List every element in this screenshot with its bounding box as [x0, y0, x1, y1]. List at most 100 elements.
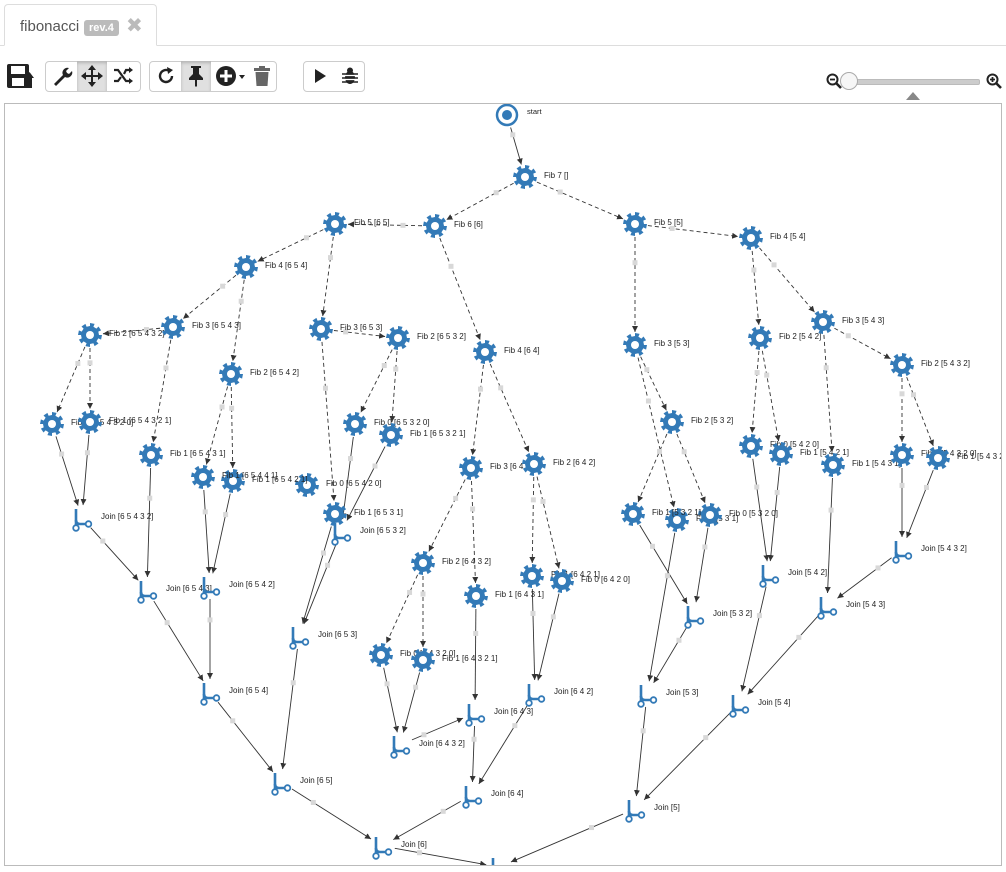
edge-port[interactable]	[754, 484, 760, 490]
node-f0_6420[interactable]: Fib 0 [6 4 2 0]	[550, 569, 630, 593]
edge-j653-j65[interactable]	[280, 648, 298, 770]
edge-port[interactable]	[471, 736, 477, 742]
edge-port[interactable]	[413, 684, 419, 690]
edge-port[interactable]	[756, 613, 762, 619]
edge-port[interactable]	[421, 732, 427, 738]
edge-port[interactable]	[164, 620, 170, 626]
tab-fibonacci[interactable]: fibonacci rev.4 ✖	[4, 4, 157, 46]
node-f2_5432[interactable]: Fib 2 [5 4 3 2]	[890, 353, 970, 377]
edge-j6432-j643[interactable]	[411, 717, 464, 741]
edge-f1_54321-j5432[interactable]	[906, 469, 934, 539]
edge-f5_65-f3_653[interactable]	[320, 236, 334, 317]
node-f3_543[interactable]: Fib 3 [5 4 3]	[811, 310, 884, 334]
edge-f1_5431-j543[interactable]	[824, 477, 833, 594]
edge-f1_5321-j532[interactable]	[639, 524, 688, 605]
edge-f2_642-f0_6420[interactable]	[536, 476, 561, 569]
edge-port[interactable]	[498, 385, 504, 391]
edge-port[interactable]	[644, 367, 650, 373]
edge-j53-j5[interactable]	[633, 706, 647, 797]
edge-f0_5320-j532[interactable]	[694, 527, 709, 603]
edge-f2_532-f1_5321[interactable]	[637, 433, 668, 503]
node-f2_6532[interactable]: Fib 2 [6 5 3 2]	[386, 326, 466, 350]
run-button[interactable]	[305, 61, 335, 91]
edge-f3_6543-f1_65431[interactable]	[151, 339, 172, 443]
edge-port[interactable]	[290, 680, 296, 686]
edge-f0_65320-j6532[interactable]	[340, 436, 354, 520]
edge-f1_531-j53[interactable]	[647, 532, 676, 682]
edge-f3_53-f2_532[interactable]	[640, 356, 667, 411]
edge-port[interactable]	[473, 630, 479, 636]
edge-port[interactable]	[823, 365, 829, 371]
edge-port[interactable]	[923, 484, 929, 490]
edge-f1_65421-j6542[interactable]	[211, 493, 231, 574]
edge-port[interactable]	[771, 262, 777, 268]
edge-f3_653-f2_6532[interactable]	[333, 330, 386, 339]
edge-j542-j54[interactable]	[740, 586, 767, 692]
edge-f7-f5_5[interactable]	[536, 181, 624, 220]
node-f0_5320[interactable]: Fib 0 [5 3 2 0]	[698, 503, 778, 527]
edge-port[interactable]	[453, 495, 459, 501]
edge-port[interactable]	[229, 405, 235, 411]
node-f1_6441[interactable]: Fib 1 [6 5 4 4 1]	[191, 465, 278, 489]
edge-port[interactable]	[540, 498, 546, 504]
edge-port[interactable]	[650, 543, 656, 549]
node-f4_64[interactable]: Fib 4 [6 4]	[473, 340, 540, 364]
edge-port[interactable]	[202, 509, 208, 515]
edge-port[interactable]	[911, 392, 917, 398]
node-f1_54321[interactable]: Fib 1 [5 4 3 2 1]	[926, 446, 1001, 470]
node-f1_5431[interactable]: Fib 1 [5 4 3 1]	[821, 453, 901, 477]
node-f1_654321[interactable]: Fib 1 [6 5 4 3 2 1]	[78, 410, 171, 434]
node-f2_642[interactable]: Fib 2 [6 4 2]	[522, 452, 595, 476]
edge-f2_642-f1_6421[interactable]	[529, 476, 536, 564]
shuffle-button[interactable]	[108, 61, 138, 91]
node-f5_5[interactable]: Fib 5 [5]	[623, 212, 683, 236]
edge-f3_53-f1_531[interactable]	[637, 357, 676, 508]
edge-j65-j6[interactable]	[291, 788, 372, 840]
node-f2_542[interactable]: Fib 2 [5 4 2]	[748, 326, 821, 350]
node-j6432[interactable]: Join [6 4 3 2]	[390, 736, 465, 759]
edge-port[interactable]	[219, 404, 225, 410]
edge-port[interactable]	[751, 267, 757, 273]
edge-port[interactable]	[669, 225, 675, 231]
node-j5[interactable]: Join [5]	[625, 800, 680, 823]
edge-port[interactable]	[393, 366, 399, 372]
edge-port[interactable]	[372, 463, 378, 469]
edge-port[interactable]	[220, 283, 226, 289]
edge-port[interactable]	[143, 327, 149, 333]
edge-f2_6532-f1_65321[interactable]	[389, 350, 398, 423]
zoom-out-icon[interactable]	[826, 73, 842, 89]
edge-port[interactable]	[407, 589, 413, 595]
edge-f3_6543-f2_65432[interactable]	[102, 327, 161, 337]
zoom-slider-track[interactable]	[846, 79, 980, 85]
edge-port[interactable]	[681, 449, 687, 455]
node-f1_6431[interactable]: Fib 1 [6 4 3 1]	[464, 584, 544, 608]
edge-port[interactable]	[207, 617, 213, 623]
node-f0_65420[interactable]: Fib 0 [6 5 4 2 0]	[295, 473, 382, 497]
edge-port[interactable]	[384, 681, 390, 687]
edge-port[interactable]	[147, 495, 153, 501]
edge-port[interactable]	[530, 610, 536, 616]
edge-f1_654321-j65432[interactable]	[80, 434, 90, 506]
edge-f0_6420-j642[interactable]	[536, 593, 560, 681]
node-j65[interactable]: Join [6 5]	[271, 773, 332, 796]
edge-f0_5420-j542[interactable]	[752, 458, 770, 562]
node-j6543[interactable]: Join [6 5 4 3]	[137, 581, 212, 604]
edge-port[interactable]	[828, 507, 834, 513]
edge-port[interactable]	[530, 497, 536, 503]
add-node-button[interactable]	[213, 61, 247, 91]
node-j64[interactable]: Join [6 4]	[462, 786, 523, 809]
edge-f4_54-f2_542[interactable]	[751, 250, 762, 326]
edge-f3_643-f1_6431[interactable]	[471, 480, 479, 584]
edge-j654-j65[interactable]	[217, 701, 274, 773]
edge-port[interactable]	[348, 456, 354, 462]
edge-f1_65431-j6543[interactable]	[144, 467, 152, 578]
zoom-slider-handle[interactable]	[840, 72, 858, 90]
edge-j5-jfinal[interactable]	[510, 813, 624, 863]
edge-port[interactable]	[84, 450, 90, 456]
move-button[interactable]	[77, 61, 107, 91]
edge-port[interactable]	[75, 360, 81, 366]
refresh-button[interactable]	[151, 61, 181, 91]
node-j6542[interactable]: Join [6 5 4 2]	[200, 577, 275, 600]
node-f4_654[interactable]: Fib 4 [6 5 4]	[234, 255, 307, 279]
edge-f5_5-f4_54[interactable]	[647, 225, 739, 239]
